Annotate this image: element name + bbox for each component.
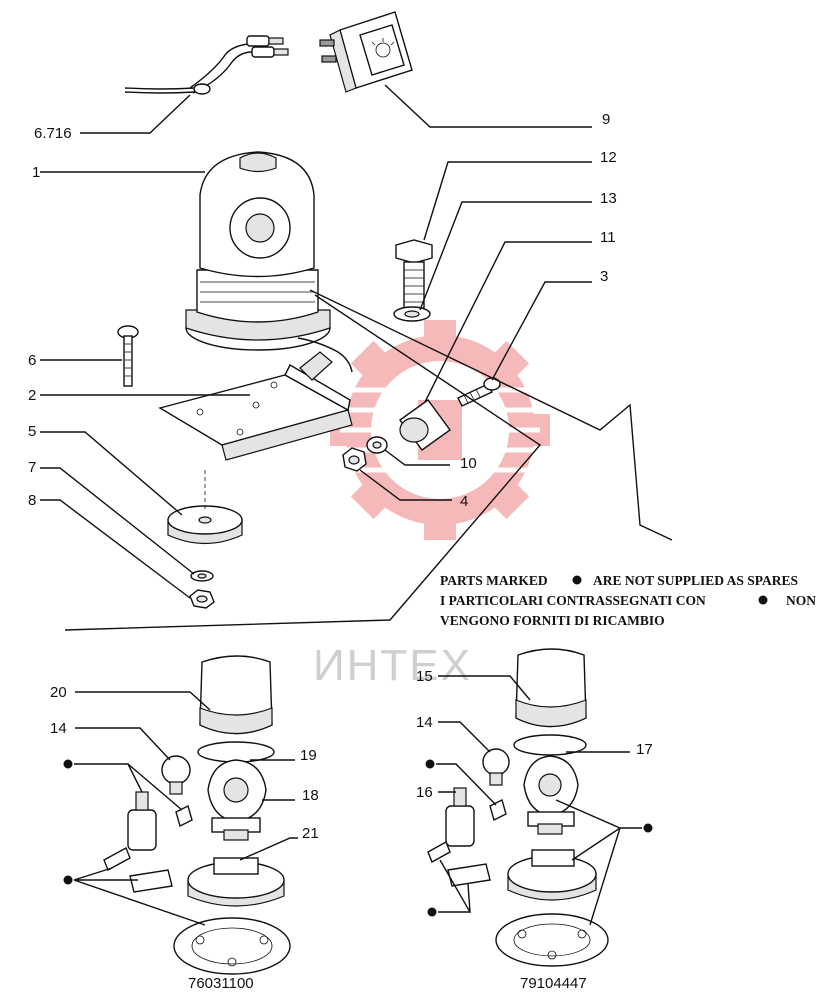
part-dome-15 — [515, 648, 587, 728]
part-small-washer — [366, 436, 388, 454]
assembly-left — [103, 655, 291, 975]
leader-14b — [438, 721, 491, 753]
bullet-marker-icon — [643, 823, 653, 833]
notes-block: PARTS MARKED ARE NOT SUPPLIED AS SPARES … — [440, 573, 816, 628]
callout-19: 19 — [300, 747, 317, 764]
part-base-nut — [189, 589, 215, 609]
callout-2: 2 — [28, 387, 36, 404]
part-beacon-lamp — [185, 151, 353, 373]
note-line1-suffix: ARE NOT SUPPLIED AS SPARES — [593, 573, 798, 588]
part-bolt — [395, 239, 433, 309]
leader-5 — [40, 431, 183, 516]
leader-11 — [424, 241, 592, 403]
part-mount-gasket-left — [173, 917, 291, 975]
part-bulb-14a — [161, 755, 191, 795]
bullet-marker-icon — [63, 759, 73, 769]
part-connector-left — [103, 847, 131, 871]
callout-18: 18 — [302, 787, 319, 804]
callout-15: 15 — [416, 668, 433, 685]
leader-20 — [75, 691, 211, 711]
assembly-right — [427, 648, 609, 967]
leader-bullet-right-mid — [555, 799, 642, 926]
callout-8: 8 — [28, 492, 36, 509]
callout-9: 9 — [602, 111, 610, 128]
part-mount-gasket-right — [495, 913, 609, 967]
part-gasket-19 — [197, 741, 275, 763]
bullet-marker-icon — [63, 875, 73, 885]
watermark-text: ИНТЕХ — [313, 641, 472, 690]
part-clip-left — [175, 804, 193, 828]
callout-7: 7 — [28, 459, 36, 476]
part-rubber-bumper — [399, 399, 451, 451]
callout-1: 1 — [32, 164, 40, 181]
note-line1-prefix: PARTS MARKED — [440, 573, 548, 588]
part-washer — [393, 306, 431, 322]
leader-15 — [438, 675, 531, 701]
part-gasket-17 — [513, 734, 587, 756]
callout-14b: 14 — [416, 714, 433, 731]
callout-4: 4 — [460, 493, 468, 510]
note-line2-suffix: NON — [786, 593, 816, 608]
callout-17: 17 — [636, 741, 653, 758]
part-connector-right — [427, 841, 451, 863]
bullet-marker-icon — [572, 575, 582, 585]
leader-bullet-right-bottom — [438, 859, 472, 913]
part-slotted-screw — [117, 325, 139, 387]
leader-7 — [40, 467, 195, 575]
part-reflector-right — [523, 755, 579, 835]
callout-3: 3 — [600, 268, 608, 285]
callout-6: 6 — [28, 352, 36, 369]
leader-4 — [359, 469, 452, 501]
leader-8 — [40, 499, 191, 599]
callout-21: 21 — [302, 825, 319, 842]
leader-12 — [423, 161, 592, 241]
part-socket-16 — [445, 787, 475, 847]
note-line2-prefix: I PARTICOLARI CONTRASSEGNATI CON — [440, 593, 706, 608]
part-code-left: 76031100 — [188, 975, 254, 992]
part-wire-harness — [124, 35, 289, 95]
part-bulb-14b — [482, 748, 510, 786]
callout-14a: 14 — [50, 720, 67, 737]
callout-11: 11 — [600, 229, 616, 246]
leader-10 — [384, 449, 450, 466]
leader-bullet-right-top — [436, 763, 497, 806]
part-terminal-left — [129, 869, 173, 893]
leader-21 — [239, 837, 298, 861]
part-base-right — [507, 849, 597, 901]
leader-14a — [75, 727, 171, 761]
part-socket-left — [127, 791, 157, 851]
callout-13: 13 — [600, 190, 617, 207]
callout-12: 12 — [600, 149, 617, 166]
leader-3 — [491, 281, 592, 381]
part-code-right: 79104447 — [520, 975, 587, 992]
leader-bullet-left-bottom — [73, 867, 206, 926]
part-clip-right — [489, 798, 507, 822]
callout-6716: 6.716 — [34, 125, 72, 142]
callout-20: 20 — [50, 684, 67, 701]
note-line3: VENGONO FORNITI DI RICAMBIO — [440, 613, 665, 628]
leader-6716 — [80, 94, 191, 134]
callout-10: 10 — [460, 455, 477, 472]
bullet-marker-icon — [427, 907, 437, 917]
part-rocker-switch — [319, 11, 413, 93]
part-hex-nut — [342, 447, 367, 472]
leader-13 — [419, 201, 592, 311]
part-dome-20 — [199, 655, 273, 735]
leader-9 — [384, 84, 592, 128]
leader-bullet-left-top — [74, 763, 183, 811]
bullet-marker-icon — [425, 759, 435, 769]
bullet-marker-icon — [758, 595, 768, 605]
part-terminal-right — [447, 863, 491, 887]
section-break-line-right — [309, 289, 673, 541]
part-mounting-bracket — [158, 351, 353, 461]
callout-5: 5 — [28, 423, 36, 440]
part-lock-washer — [190, 570, 214, 582]
part-base-21 — [187, 857, 285, 907]
section-break-line-left — [64, 294, 542, 631]
callout-16: 16 — [416, 784, 433, 801]
part-reflector-18 — [207, 759, 267, 841]
